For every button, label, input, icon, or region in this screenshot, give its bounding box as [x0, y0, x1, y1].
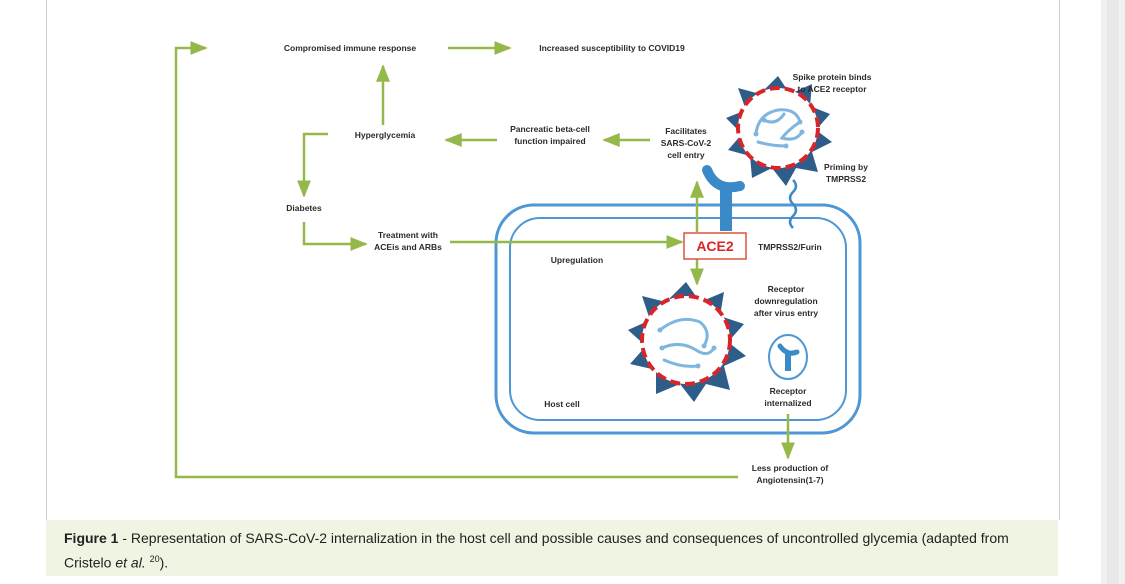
ace2-label: ACE2	[696, 238, 734, 254]
feedback-loop-arrow	[174, 41, 738, 479]
label-pancreatic-line1: Pancreatic beta-cell	[510, 124, 590, 134]
scrollbar-thumb[interactable]	[1107, 0, 1119, 584]
label-internalized-line2: internalized	[764, 398, 811, 408]
label-tmprss2-furin: TMPRSS2/Furin	[758, 242, 822, 252]
label-increased-susceptibility: Increased susceptibility to COVID19	[539, 43, 685, 53]
ace2-box	[683, 232, 747, 260]
label-pancreatic-line2: function impaired	[514, 136, 585, 146]
label-priming-line1: Priming by	[824, 162, 868, 172]
label-facilitates-line1: Facilitates	[665, 126, 707, 136]
host-cell-inner-membrane	[509, 217, 847, 421]
figure-caption-etal: et al.	[115, 554, 146, 571]
sars-cov-2-virus-icon-internalized	[628, 282, 746, 402]
label-spike-line2: to ACE2 receptor	[797, 84, 867, 94]
figure-caption-label: Figure 1	[64, 530, 119, 546]
label-upregulation: Upregulation	[551, 255, 603, 265]
figure-caption-reference: 20	[149, 554, 160, 564]
label-facilitates-line3: cell entry	[667, 150, 705, 160]
arrow-diabetes-to-treatment	[302, 222, 368, 251]
ace2-receptor-icon	[702, 165, 745, 231]
figure-caption: Figure 1 - Representation of SARS-CoV-2 …	[46, 520, 1058, 576]
label-downregulation-line2: downregulation	[754, 296, 817, 306]
covid-glycemia-diagram: ACE2 Compromised immune response Increas…	[174, 41, 872, 485]
internalized-receptor-icon	[768, 334, 808, 380]
label-downregulation-line1: Receptor	[768, 284, 806, 294]
label-treatment-line1: Treatment with	[378, 230, 438, 240]
figure-caption-text: - Representation of SARS-CoV-2 internali…	[64, 530, 1009, 571]
label-downregulation-line3: after virus entry	[754, 308, 819, 318]
figure-caption-text-end: ).	[159, 554, 169, 571]
label-less-production-line2: Angiotensin(1-7)	[756, 475, 823, 485]
tmprss2-protein-icon	[788, 179, 798, 229]
label-internalized-line1: Receptor	[770, 386, 808, 396]
label-facilitates-line2: SARS-CoV-2	[661, 138, 712, 148]
arrow-hyperglycemia-to-diabetes	[297, 132, 328, 198]
label-diabetes: Diabetes	[286, 203, 322, 213]
label-compromised-immune-response: Compromised immune response	[284, 43, 417, 53]
label-hyperglycemia: Hyperglycemia	[355, 130, 416, 140]
label-treatment-line2: ACEis and ARBs	[374, 242, 442, 252]
sars-cov-2-virus-icon-top	[726, 76, 832, 186]
label-less-production-line1: Less production of	[752, 463, 829, 473]
label-priming-line2: TMPRSS2	[826, 174, 866, 184]
label-host-cell: Host cell	[544, 399, 579, 409]
label-spike-line1: Spike protein binds	[793, 72, 872, 82]
host-cell-outer-membrane	[494, 203, 862, 435]
